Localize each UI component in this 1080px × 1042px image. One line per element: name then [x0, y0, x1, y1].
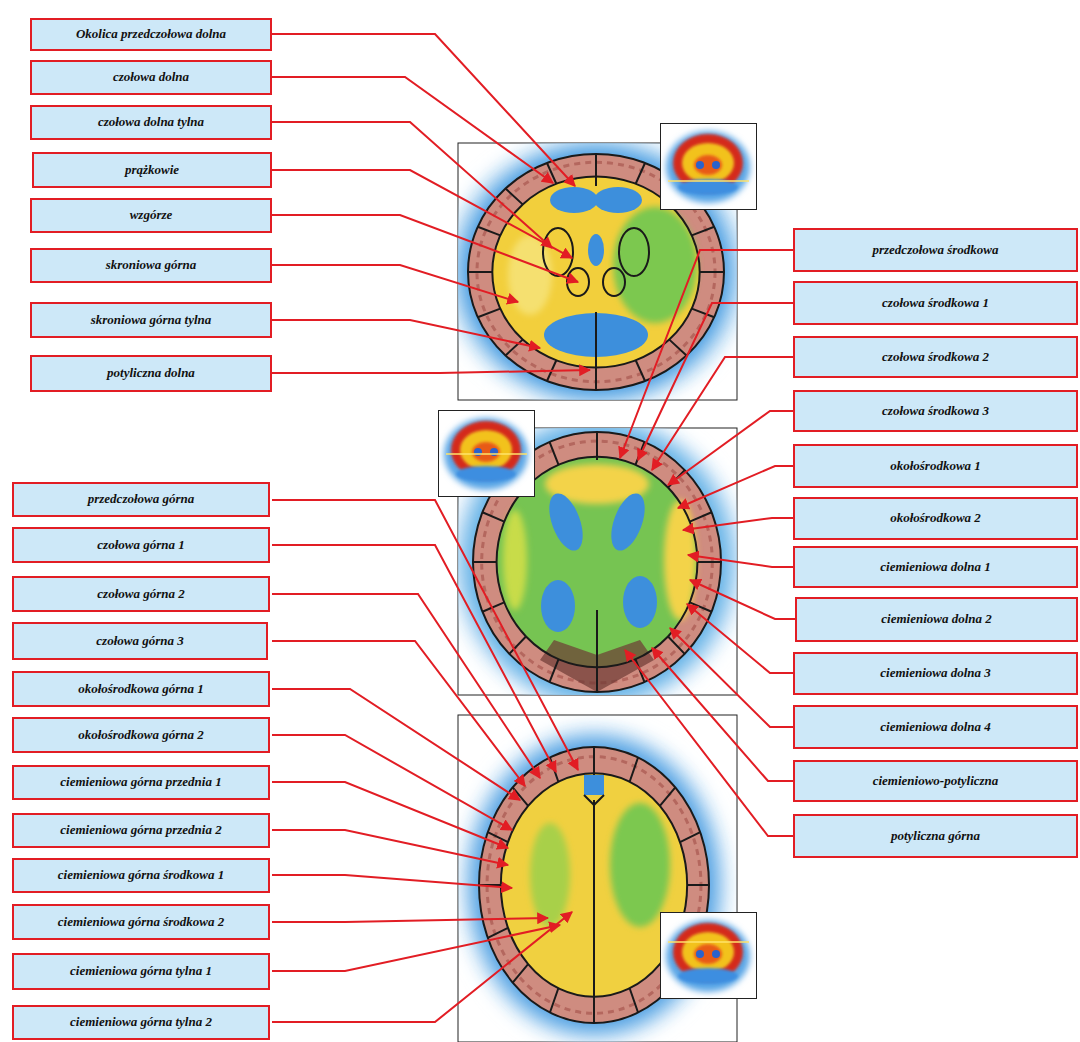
region-label: przedczołowa środkowa [872, 243, 998, 258]
coronal-inset [438, 410, 535, 497]
region-label-box: ciemieniowa dolna 3 [793, 652, 1078, 695]
region-label-box: ciemieniowa górna przednia 2 [12, 813, 270, 848]
region-label-box: ciemieniowa dolna 1 [793, 546, 1078, 588]
region-label-box: Okolica przedczołowa dolna [30, 18, 272, 51]
region-label-box: czołowa górna 2 [12, 576, 270, 612]
region-label: okołośrodkowa górna 2 [78, 728, 204, 743]
region-label-box: ciemieniowa dolna 2 [795, 597, 1078, 642]
region-label: ciemieniowo-potyliczna [873, 774, 999, 789]
region-label-box: przedczołowa górna [12, 482, 270, 517]
region-label: ciemieniowa dolna 2 [881, 612, 992, 627]
leader-lines [272, 34, 795, 1022]
region-label-box: skroniowa górna [30, 248, 272, 283]
region-label-box: wzgórze [30, 198, 272, 233]
region-label: czołowa dolna tylna [98, 115, 204, 130]
region-label: ciemieniowa górna środkowa 1 [58, 868, 225, 883]
region-label: ciemieniowa górna tylna 2 [70, 1015, 212, 1030]
region-label: ciemieniowa dolna 1 [880, 560, 991, 575]
region-label-box: czołowa górna 3 [12, 622, 268, 660]
region-label-box: okołośrodkowa 2 [793, 497, 1078, 540]
region-label: czołowa dolna [113, 70, 189, 85]
region-label: ciemieniowa górna tylna 1 [70, 964, 212, 979]
region-label-box: ciemieniowa górna środkowa 2 [12, 904, 270, 940]
region-label-box: okołośrodkowa górna 2 [12, 717, 270, 753]
region-label: okołośrodkowa górna 1 [78, 682, 204, 697]
region-label-box: ciemieniowa górna środkowa 1 [12, 858, 270, 893]
region-label: czołowa górna 2 [97, 587, 184, 602]
region-label: czołowa górna 3 [96, 634, 183, 649]
region-label-box: potyliczna dolna [30, 355, 272, 392]
region-label-box: ciemieniowa górna przednia 1 [12, 765, 270, 800]
coronal-inset [660, 912, 757, 999]
region-label: ciemieniowa górna środkowa 2 [58, 915, 225, 930]
region-label-box: ciemieniowa dolna 4 [793, 705, 1078, 749]
region-label: potyliczna górna [891, 829, 980, 844]
region-label: Okolica przedczołowa dolna [76, 27, 226, 42]
region-label-box: czołowa środkowa 2 [793, 336, 1078, 378]
region-label-box: przedczołowa środkowa [793, 228, 1078, 272]
region-label-box: ciemieniowo-potyliczna [793, 760, 1078, 802]
region-label-box: okołośrodkowa górna 1 [12, 671, 270, 707]
region-label-box: ciemieniowa górna tylna 2 [12, 1005, 270, 1040]
region-label: okołośrodkowa 2 [890, 511, 981, 526]
region-label: czołowa środkowa 2 [882, 350, 989, 365]
region-label-box: czołowa środkowa 3 [793, 390, 1078, 432]
region-label: ciemieniowa górna przednia 2 [60, 823, 221, 838]
region-label: skroniowa górna tylna [91, 313, 212, 328]
region-label: czołowa górna 1 [97, 538, 184, 553]
region-label-box: okołośrodkowa 1 [793, 444, 1078, 488]
region-label: skroniowa górna [106, 258, 197, 273]
region-label: czołowa środkowa 3 [882, 404, 989, 419]
region-label: ciemieniowa dolna 4 [880, 720, 991, 735]
coronal-inset [660, 123, 757, 210]
region-label: okołośrodkowa 1 [890, 459, 981, 474]
region-label: ciemieniowa dolna 3 [880, 666, 991, 681]
region-label-box: ciemieniowa górna tylna 1 [12, 953, 270, 990]
region-label-box: prążkowie [32, 152, 272, 188]
region-label: czołowa środkowa 1 [882, 296, 989, 311]
region-label: potyliczna dolna [107, 366, 195, 381]
region-label: wzgórze [130, 208, 173, 223]
region-label-box: czołowa górna 1 [12, 527, 270, 563]
region-label-box: czołowa środkowa 1 [793, 281, 1078, 325]
region-label-box: czołowa dolna [30, 60, 272, 95]
region-label-box: czołowa dolna tylna [30, 105, 272, 140]
region-label-box: potyliczna górna [793, 814, 1078, 858]
region-label: przedczołowa górna [88, 492, 195, 507]
region-label: prążkowie [125, 163, 179, 178]
region-label-box: skroniowa górna tylna [30, 302, 272, 338]
region-label: ciemieniowa górna przednia 1 [60, 775, 221, 790]
